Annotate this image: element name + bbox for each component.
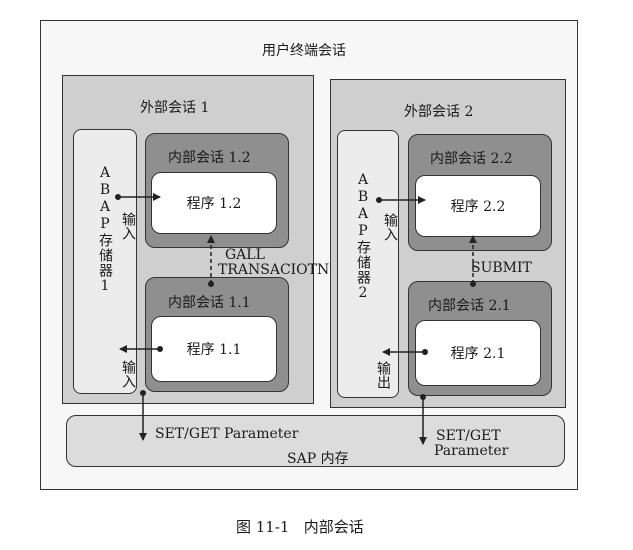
input-arrow-1-top	[115, 193, 161, 201]
abap-memory-2-label: ABAP存储器2	[355, 172, 371, 302]
program-1-1-label: 程序 1.1	[186, 342, 242, 358]
program-2-2: 程序 2.2	[415, 175, 541, 237]
output-label-2-bottom: 输出	[375, 361, 391, 389]
set-get-parameter-right-line2: Parameter	[434, 443, 509, 459]
sap-memory-label: SAP 内存	[287, 451, 349, 467]
figure-caption: 图 11-1 内部会话	[236, 518, 364, 536]
call-transaction-label-line1: GALL	[225, 247, 265, 263]
external-session-1-title: 外部会话 1	[140, 100, 210, 116]
input-label-1-bottom: 输入	[120, 360, 136, 388]
output-arrow-2-bottom	[382, 348, 428, 356]
program-1-2: 程序 1.2	[151, 172, 277, 234]
internal-session-1-1-title: 内部会话 1.1	[168, 295, 251, 311]
input-label-2-top: 输入	[382, 213, 398, 241]
set-get-parameter-left: SET/GET Parameter	[155, 426, 299, 442]
input-arrow-1-bottom	[119, 345, 163, 353]
set-get-parameter-right-line1: SET/GET	[436, 428, 501, 444]
internal-session-1-2-title: 内部会话 1.2	[168, 150, 251, 166]
call-transaction-arrow	[207, 235, 215, 287]
terminal-session-label: 用户终端会话	[262, 43, 346, 59]
sap-memory	[66, 415, 565, 467]
internal-session-2-2-title: 内部会话 2.2	[430, 151, 513, 167]
program-1-1: 程序 1.1	[151, 316, 277, 382]
program-2-1: 程序 2.1	[415, 320, 541, 386]
submit-label: SUBMIT	[471, 260, 532, 276]
external-session-2-title: 外部会话 2	[404, 104, 474, 120]
internal-session-2-1-title: 内部会话 2.1	[428, 298, 511, 314]
set-get-arrow-left	[139, 390, 147, 441]
input-arrow-2-top	[376, 196, 426, 204]
program-2-1-label: 程序 2.1	[450, 346, 506, 362]
program-1-2-label: 程序 1.2	[186, 196, 242, 212]
call-transaction-label-line2: TRANSACIOTN	[218, 262, 330, 278]
set-get-arrow-right	[419, 394, 427, 445]
abap-memory-1-label: ABAP存储器1	[97, 165, 113, 295]
input-label-1-top: 输入	[120, 212, 136, 240]
submit-arrow	[469, 235, 477, 287]
program-2-2-label: 程序 2.2	[450, 199, 506, 215]
